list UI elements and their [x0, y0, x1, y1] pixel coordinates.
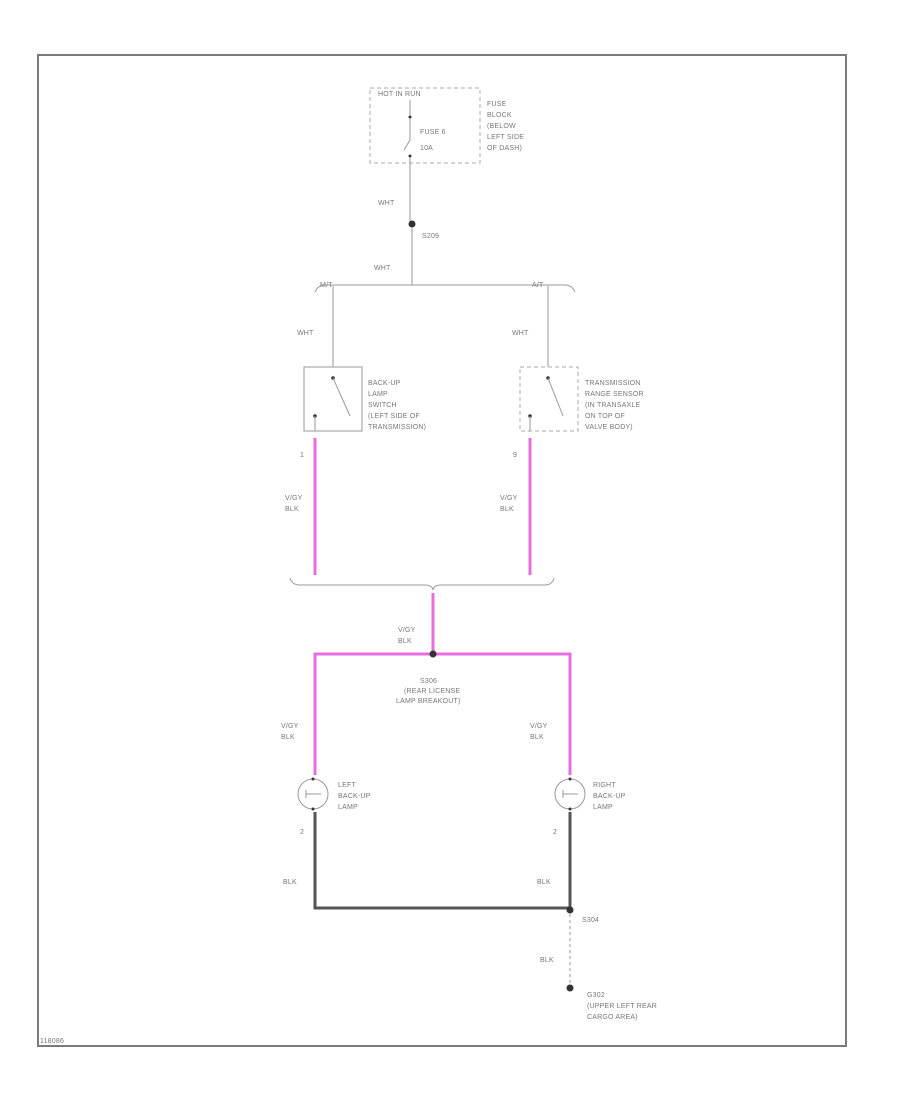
hot-in-run-label: HOT IN RUN [378, 91, 421, 98]
wire-label-wht-right: WHT [512, 330, 529, 337]
splice-s209-label: S209 [422, 233, 439, 240]
wire-vgy-distribution [313, 652, 572, 775]
wire-label-left-switch: V/GY BLK [285, 495, 305, 513]
ground-g302 [566, 984, 574, 992]
right-backup-lamp: RIGHT BACK-UP LAMP [554, 777, 628, 811]
fuse-name: FUSE 6 [420, 129, 446, 136]
wire-label-right-lamp-blk: BLK [537, 879, 551, 886]
wire-label-ground-blk: BLK [540, 957, 554, 964]
splice-s304 [566, 906, 574, 914]
fuse-block: HOT IN RUN FUSE 6 10A FUSE BLOCK (BELOW … [369, 87, 526, 164]
mt-label: M/T [320, 282, 333, 289]
fuse-rating: 10A [420, 145, 433, 152]
wire-label-wht-left: WHT [297, 330, 314, 337]
wire-label-right-sensor: V/GY BLK [500, 495, 520, 513]
backup-switch-label: BACK-UP LAMP SWITCH (LEFT SIDE OF TRANSM… [368, 380, 426, 431]
figure-id: 118086 [40, 1038, 64, 1045]
left-backup-lamp: LEFT BACK-UP LAMP [297, 777, 373, 811]
wire-label-wht-2: WHT [374, 265, 391, 272]
wire-label-wht-1: WHT [378, 200, 395, 207]
wire-label-merged: V/GY BLK [398, 627, 418, 645]
splice-s209 [408, 220, 416, 228]
right-lamp-pin: 2 [553, 829, 557, 836]
transmission-range-sensor: TRANSMISSION RANGE SENSOR (IN TRANSAXLE … [519, 366, 646, 432]
right-lamp-label: RIGHT BACK-UP LAMP [593, 782, 628, 811]
ground-g302-label: G302 (UPPER LEFT REAR CARGO AREA) [587, 992, 659, 1021]
splice-s306-label: S306 (REAR LICENSE LAMP BREAKOUT) [396, 678, 462, 705]
wire-label-left-lamp: V/GY BLK [281, 723, 301, 741]
at-label: A/T [532, 282, 544, 289]
diagram-frame [37, 54, 847, 1047]
backup-lamp-switch: BACK-UP LAMP SWITCH (LEFT SIDE OF TRANSM… [303, 366, 426, 432]
merge-bracket [289, 577, 555, 591]
range-sensor-label: TRANSMISSION RANGE SENSOR (IN TRANSAXLE … [585, 380, 646, 431]
wire-label-left-lamp-blk: BLK [283, 879, 297, 886]
splice-s304-label: S304 [582, 917, 599, 924]
wire-label-right-lamp: V/GY BLK [530, 723, 550, 741]
left-lamp-label: LEFT BACK-UP LAMP [338, 782, 373, 811]
option-bracket: M/T A/T [314, 282, 576, 293]
fuse-location-label: FUSE BLOCK (BELOW LEFT SIDE OF DASH) [487, 101, 526, 152]
splice-s306 [429, 650, 437, 658]
range-sensor-pin: 9 [513, 452, 517, 459]
wire-blk-ground-bus [313, 812, 572, 910]
left-lamp-pin: 2 [300, 829, 304, 836]
backup-switch-pin: 1 [300, 452, 304, 459]
